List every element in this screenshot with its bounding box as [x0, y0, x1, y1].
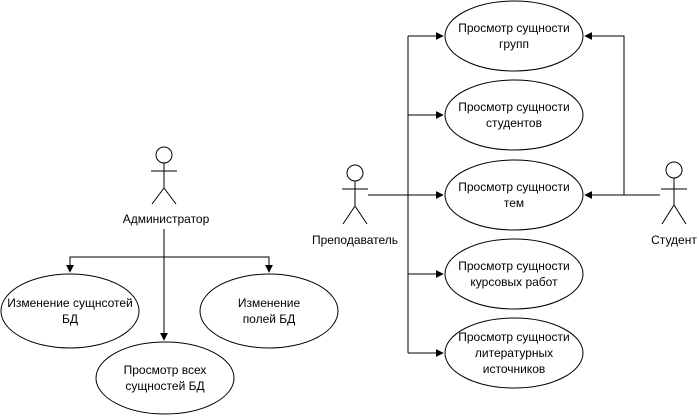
teacher-connectors	[368, 32, 444, 357]
uc-edit-entities	[0, 273, 140, 349]
uc-literature	[444, 317, 584, 389]
uc-edit-fields	[199, 273, 339, 349]
uc-coursework	[444, 238, 584, 310]
uc-groups	[444, 0, 584, 72]
uc-view-all-label: Просмотр всех сущностей БД	[123, 363, 207, 393]
uc-students	[444, 79, 584, 151]
teacher-actor-figure	[342, 164, 368, 225]
uc-edit-entities-label: Изменение сущнсотей БД	[7, 296, 133, 326]
admin-actor-label: Администратор	[122, 212, 210, 226]
student-actor-figure	[661, 161, 687, 225]
uc-coursework-label: Просмотр сущности курсовых работ	[458, 259, 570, 289]
admin-actor-figure	[151, 146, 177, 205]
teacher-actor-label: Преподаватель	[311, 233, 399, 247]
student-actor-label: Студент	[651, 233, 697, 247]
uc-edit-fields-label: Изменение полей БД	[237, 296, 301, 326]
student-connectors	[584, 32, 660, 199]
uc-students-label: Просмотр сущности студентов	[458, 100, 570, 130]
admin-connectors	[66, 229, 273, 341]
uc-topics-label: Просмотр сущности тем	[458, 180, 570, 210]
uc-groups-label: Просмотр сущности групп	[458, 21, 570, 51]
uc-literature-label: Просмотр сущности литературных источнико…	[458, 330, 570, 376]
uc-topics	[444, 159, 584, 231]
uc-view-all	[95, 341, 235, 415]
